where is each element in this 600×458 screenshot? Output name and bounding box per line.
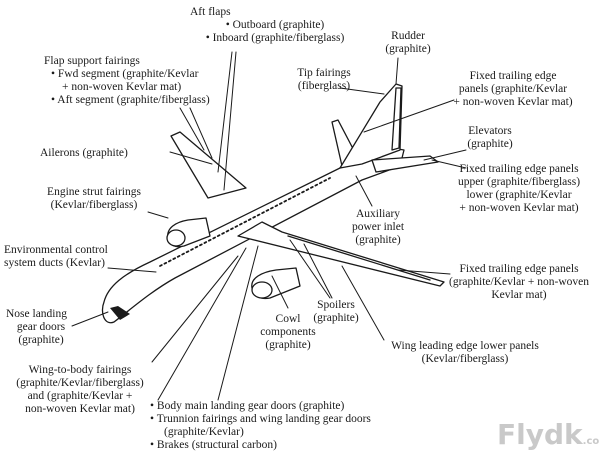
label-apu-inlet-1: Auxiliary bbox=[355, 208, 401, 220]
label-fixed-te-wing: Fixed trailing edge panels (graphite/Kev… bbox=[440, 263, 598, 302]
label-wing-body-3: and (graphite/Kevlar + bbox=[27, 390, 133, 402]
label-bottom-2: • Trunnion fairings and wing landing gea… bbox=[150, 413, 371, 425]
label-wing-le-2: (Kevlar/fiberglass) bbox=[421, 353, 509, 365]
label-spoilers-material: (graphite) bbox=[313, 312, 359, 324]
label-fixed-te-upper-2: panels (graphite/Kevlar bbox=[458, 83, 568, 95]
label-wing-body-4: non-woven Kevlar mat) bbox=[25, 403, 135, 415]
window-row bbox=[159, 177, 331, 267]
watermark-main: Flydk bbox=[497, 418, 583, 451]
label-tip-fairings-material: (fiberglass) bbox=[297, 80, 351, 92]
label-nose-gear: Nose landing gear doors (graphite) bbox=[6, 308, 76, 347]
label-flap-support-fwd: • Fwd segment (graphite/Kevlar bbox=[51, 68, 199, 80]
label-bottom-4: • Brakes (structural carbon) bbox=[150, 439, 277, 451]
label-wing-le: Wing leading edge lower panels (Kevlar/f… bbox=[372, 340, 558, 366]
label-aft-flaps-title: Aft flaps bbox=[190, 6, 231, 18]
label-fixed-te-wing-3: Kevlar mat) bbox=[491, 289, 547, 301]
label-tip-fairings: Tip fairings (fiberglass) bbox=[284, 67, 364, 93]
label-fixed-te-elev-1: Fixed trailing edge panels bbox=[459, 163, 579, 175]
upper-wing bbox=[170, 131, 247, 199]
label-env-control-1: Environmental control bbox=[4, 244, 108, 256]
watermark-sub: .com bbox=[582, 436, 600, 447]
label-tip-fairings-title: Tip fairings bbox=[297, 67, 351, 79]
label-bottom-1: • Body main landing gear doors (graphite… bbox=[150, 400, 345, 412]
label-apu-inlet-2: power inlet bbox=[351, 221, 405, 233]
label-flap-support-aft: • Aft segment (graphite/fiberglass) bbox=[51, 94, 210, 106]
label-rudder-title: Rudder bbox=[391, 30, 425, 42]
far-engine-intake bbox=[166, 229, 186, 247]
label-bottom-3: (graphite/Kevlar) bbox=[164, 426, 244, 438]
label-cowl: Cowl components (graphite) bbox=[254, 313, 322, 352]
vertical-fin bbox=[339, 83, 403, 169]
label-flap-support: Flap support fairings • Fwd segment (gra… bbox=[44, 55, 210, 107]
label-ailerons: Ailerons (graphite) bbox=[40, 147, 128, 160]
label-elevators: Elevators (graphite) bbox=[452, 125, 528, 151]
label-cowl-1: Cowl bbox=[275, 313, 301, 325]
near-engine-intake bbox=[251, 281, 273, 299]
label-nose-gear-1: Nose landing bbox=[6, 308, 68, 320]
cockpit-windows bbox=[110, 306, 130, 320]
rudder bbox=[391, 87, 402, 151]
watermark-logo: Flydk.com bbox=[497, 418, 600, 451]
label-fixed-te-upper-3: + non-woven Kevlar mat) bbox=[453, 96, 573, 108]
label-elevators-material: (graphite) bbox=[467, 138, 513, 150]
label-engine-strut-material: (Kevlar/fiberglass) bbox=[50, 199, 138, 211]
label-aft-flaps: Aft flaps • Outboard (graphite) • Inboar… bbox=[190, 6, 360, 45]
label-spoilers-title: Spoilers bbox=[317, 299, 355, 311]
label-elevators-title: Elevators bbox=[468, 125, 512, 137]
label-wing-body-2: (graphite/Kevlar/fiberglass) bbox=[16, 377, 144, 389]
lower-wing bbox=[237, 221, 445, 287]
label-fixed-te-elev-4: + non-woven Kevlar mat) bbox=[459, 202, 579, 214]
label-fixed-te-elev: Fixed trailing edge panels upper (graphi… bbox=[440, 163, 598, 215]
label-wing-body: Wing-to-body fairings (graphite/Kevlar/f… bbox=[2, 364, 158, 416]
stabilizer-near bbox=[371, 155, 439, 173]
label-fixed-te-upper-1: Fixed trailing edge bbox=[469, 70, 557, 82]
label-nose-gear-3: (graphite) bbox=[18, 334, 64, 346]
leader-lines bbox=[71, 51, 467, 401]
label-aft-flaps-outboard: • Outboard (graphite) bbox=[225, 19, 325, 31]
label-cowl-2: components bbox=[260, 326, 316, 338]
label-cowl-3: (graphite) bbox=[265, 339, 311, 351]
label-rudder: Rudder (graphite) bbox=[370, 30, 446, 56]
wing-flap-line bbox=[287, 235, 431, 281]
label-fixed-te-upper: Fixed trailing edge panels (graphite/Kev… bbox=[434, 70, 592, 109]
label-aft-flaps-inboard: • Inboard (graphite/fiberglass) bbox=[205, 32, 345, 44]
label-wing-le-1: Wing leading edge lower panels bbox=[391, 340, 539, 352]
label-spoilers: Spoilers (graphite) bbox=[308, 299, 364, 325]
label-env-control-2: system ducts (Kevlar) bbox=[4, 257, 105, 269]
label-flap-support-title: Flap support fairings bbox=[44, 55, 140, 67]
label-rudder-material: (graphite) bbox=[385, 43, 431, 55]
label-fixed-te-elev-3: lower (graphite/Kevlar bbox=[466, 189, 572, 201]
label-nose-gear-2: gear doors bbox=[16, 321, 66, 333]
label-engine-strut: Engine strut fairings (Kevlar/fiberglass… bbox=[34, 186, 154, 212]
label-engine-strut-title: Engine strut fairings bbox=[47, 186, 141, 198]
label-apu-inlet-3: (graphite) bbox=[355, 234, 401, 246]
label-fixed-te-wing-2: (graphite/Kevlar + non-woven bbox=[449, 276, 589, 288]
label-wing-body-1: Wing-to-body fairings bbox=[28, 364, 132, 376]
label-fixed-te-wing-1: Fixed trailing edge panels bbox=[459, 263, 579, 275]
label-flap-support-fwd-cont: + non-woven Kevlar mat) bbox=[62, 81, 182, 93]
label-fixed-te-elev-2: upper (graphite/fiberglass) bbox=[457, 176, 581, 188]
label-env-control: Environmental control system ducts (Kevl… bbox=[4, 244, 108, 270]
label-apu-inlet: Auxiliary power inlet (graphite) bbox=[340, 208, 416, 247]
label-ailerons-text: Ailerons (graphite) bbox=[40, 147, 128, 159]
label-bottom-list: • Body main landing gear doors (graphite… bbox=[150, 400, 371, 452]
